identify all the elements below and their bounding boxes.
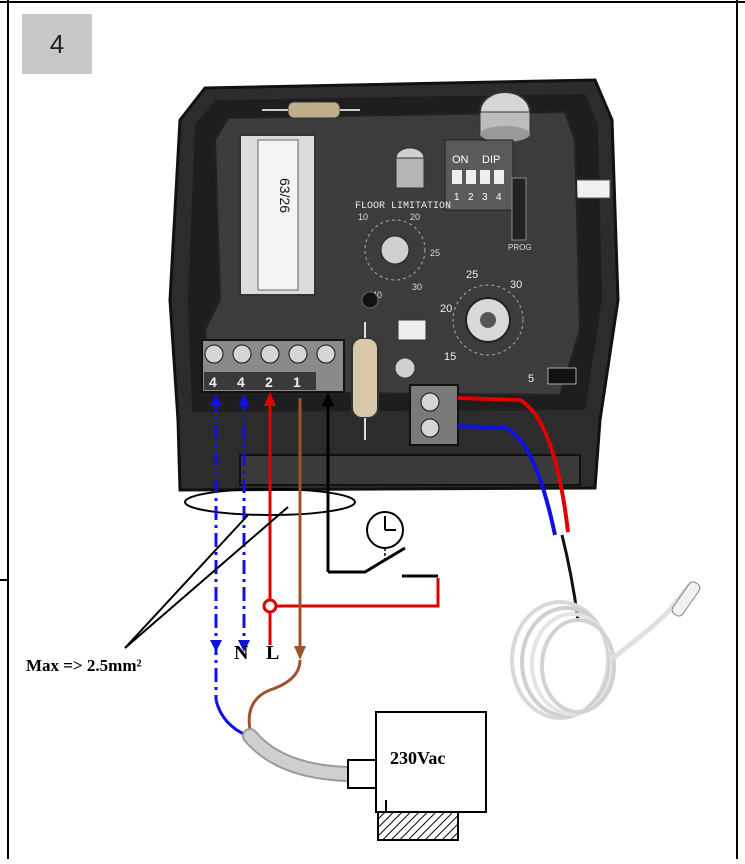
dip-on-label: ON: [452, 154, 469, 166]
field-wiring: [184, 392, 440, 738]
dial-number: 30: [510, 279, 522, 291]
dip-label: DIP: [482, 154, 500, 166]
timer-clock-icon: [366, 511, 404, 562]
relay-sticker: 63/26: [277, 178, 293, 213]
load-label: 230Vac: [390, 748, 446, 768]
step-number-badge: 4: [22, 14, 92, 74]
dial-number: 20: [410, 212, 420, 222]
dip-switch-number: 4: [496, 192, 502, 203]
floor-limit-dial: 10 20 25 30 40: [358, 212, 440, 300]
neutral-label: N: [234, 642, 249, 664]
terminal-block: 4 4 2 1: [201, 322, 379, 440]
dial-number: 5: [528, 373, 534, 385]
dip-switch: ON DIP 1 2 3 4: [444, 139, 514, 211]
floor-sensor-probe: [510, 581, 701, 720]
dial-number: 40: [372, 290, 382, 300]
pcb-board: 63/26 ON DIP 1 2 3 4: [203, 91, 582, 397]
load-actuator: [242, 711, 487, 841]
dial-number: 20: [440, 303, 452, 315]
terminal-number: 1: [293, 374, 301, 390]
board-label: FLOOR LIMITATION: [355, 201, 451, 212]
dial-number: 25: [466, 269, 478, 281]
terminal-number: 4: [209, 374, 217, 390]
dial-number: 10: [358, 212, 368, 222]
dip-switch-number: 1: [454, 192, 460, 203]
dial-number: 15: [444, 351, 456, 363]
dial-number: 25: [430, 248, 440, 258]
cable-section-label: Max => 2.5mm²: [26, 656, 142, 675]
terminal-number: 4: [237, 374, 245, 390]
setpoint-dial: 15 25 30 20 5: [440, 269, 534, 385]
sensor-terminal-block: [409, 384, 459, 446]
terminal-number: 2: [265, 374, 273, 390]
dip-switch-number: 2: [468, 192, 474, 203]
prog-label: PROG: [508, 243, 532, 252]
live-label: L: [266, 642, 280, 664]
dial-number: 30: [412, 282, 422, 292]
dip-switch-number: 3: [482, 192, 488, 203]
annotation-leader-lines: [124, 506, 289, 649]
